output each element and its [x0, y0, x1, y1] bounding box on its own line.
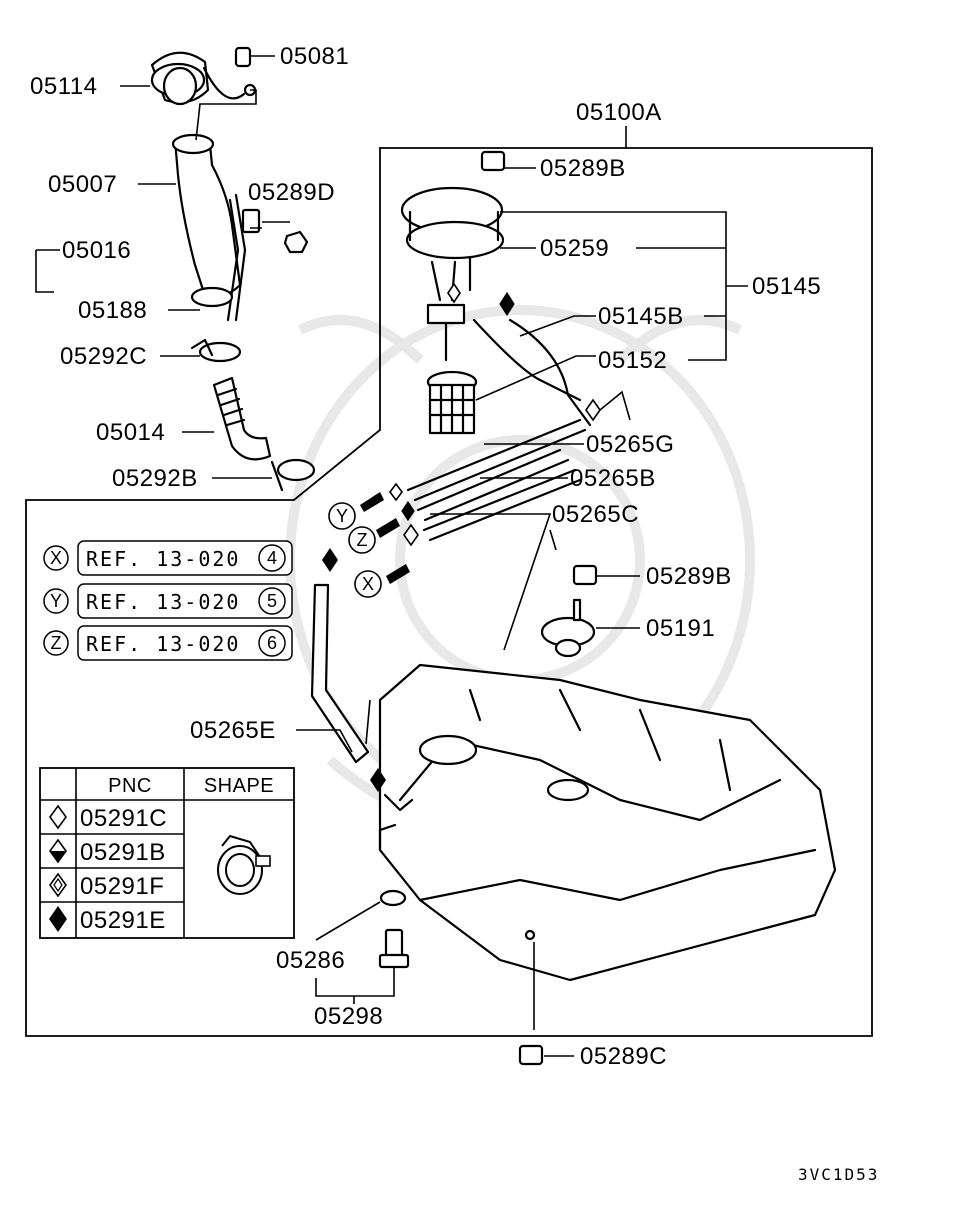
svg-text:Z: Z	[357, 530, 368, 550]
svg-text:REF. 13-020: REF. 13-020	[86, 590, 240, 614]
label-05286: 05286	[276, 947, 345, 974]
bolt-05081	[234, 46, 257, 97]
clip-legend-table: PNC SHAPE 05291C 05291B 05291F 05291E	[39, 767, 295, 939]
label-05289c: 05289C	[580, 1043, 667, 1070]
label-05292b: 05292B	[112, 465, 198, 492]
hose-clamp-05292B	[270, 458, 316, 492]
label-05265c: 05265C	[552, 501, 639, 528]
bolt-05298	[378, 928, 410, 969]
label-05298: 05298	[314, 1003, 383, 1030]
label-05191: 05191	[646, 615, 715, 642]
diamond-outline-icon	[49, 804, 67, 830]
diagram-code: 3VC1D53	[798, 1165, 879, 1184]
legend-pnc-05291b: 05291B	[80, 839, 166, 866]
hose-clamp-05292C	[190, 338, 242, 363]
legend-header-pnc: PNC	[108, 775, 152, 797]
washer-05286	[379, 889, 407, 907]
svg-text:X: X	[50, 548, 62, 568]
label-05289b-mid: 05289B	[646, 563, 732, 590]
label-05016: 05016	[62, 237, 131, 264]
connector-z: Z	[348, 526, 376, 554]
diamond-solid-icon	[49, 906, 67, 932]
legend-pnc-05291c: 05291C	[80, 805, 167, 832]
legend-pnc-05291f: 05291F	[80, 873, 164, 900]
label-05014: 05014	[96, 419, 165, 446]
nut-05289C	[518, 1044, 544, 1066]
svg-text:4: 4	[267, 548, 277, 568]
connector-y: Y	[328, 502, 356, 530]
label-05100a: 05100A	[576, 99, 662, 126]
nut-05289D	[283, 230, 309, 254]
label-05114: 05114	[30, 73, 97, 100]
fuel-cap	[150, 51, 246, 106]
hose-clamp-shape-icon	[217, 834, 271, 895]
label-05292c: 05292C	[60, 343, 147, 370]
fuel-pump-module	[400, 186, 505, 362]
nut-05289B-top	[480, 150, 506, 172]
svg-text:Z: Z	[51, 633, 62, 653]
label-05152: 05152	[598, 347, 667, 374]
svg-text:REF. 13-020: REF. 13-020	[86, 632, 240, 656]
vent-hose-05265E	[310, 583, 414, 812]
fuel-tank	[378, 663, 837, 982]
reference-list: X REF. 13-020 4 Y REF. 13-020 5 Z REF. 1…	[43, 540, 293, 661]
fuel-hoses	[406, 318, 592, 542]
svg-text:REF. 13-020: REF. 13-020	[86, 547, 240, 571]
leader-lines	[35, 55, 748, 1057]
svg-text:X: X	[362, 574, 374, 594]
diamond-half-icon	[49, 838, 67, 864]
legend-pnc-05291e: 05291E	[80, 907, 166, 934]
label-05007: 05007	[48, 171, 117, 198]
label-05265b: 05265B	[570, 465, 656, 492]
svg-text:Y: Y	[336, 506, 348, 526]
filler-neck	[171, 133, 261, 322]
breather-hose-05014	[212, 376, 272, 461]
legend-header-shape: SHAPE	[204, 775, 274, 797]
svg-text:Y: Y	[50, 591, 62, 611]
sender-cover-05191	[540, 598, 596, 658]
label-05289d: 05289D	[248, 179, 335, 206]
label-05259: 05259	[540, 235, 609, 262]
label-05289b-top: 05289B	[540, 155, 626, 182]
label-05081: 05081	[280, 43, 349, 70]
label-05188: 05188	[78, 297, 147, 324]
assembly-frame	[25, 147, 873, 1037]
svg-text:6: 6	[267, 633, 277, 653]
reference-row-x: X REF. 13-020 4	[43, 540, 293, 576]
reference-row-y: Y REF. 13-020 5	[43, 583, 293, 619]
label-05145b: 05145B	[598, 303, 684, 330]
connector-x: X	[354, 570, 382, 598]
clip-markers	[322, 282, 601, 792]
nut-05289B-mid	[572, 564, 598, 586]
label-05265e: 05265E	[190, 717, 276, 744]
part-labels: 05114 05081 05100A 05007 05289D 05289B 0…	[30, 43, 821, 1070]
reference-row-z: Z REF. 13-020 6	[43, 625, 293, 661]
fuel-filter-05152	[426, 370, 478, 435]
diamond-inner-icon	[49, 872, 67, 898]
svg-text:5: 5	[267, 591, 277, 611]
label-05145: 05145	[752, 273, 821, 300]
label-05265g: 05265G	[586, 431, 674, 458]
